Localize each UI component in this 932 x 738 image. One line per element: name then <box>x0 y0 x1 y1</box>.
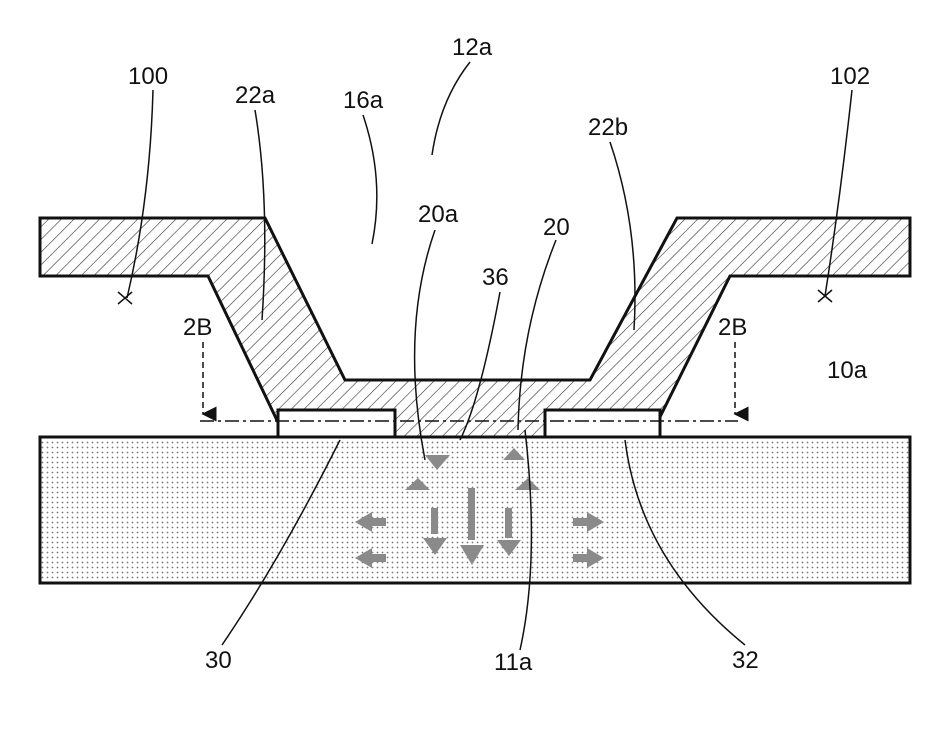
label-10a: 10a <box>827 357 868 384</box>
label-2b-left: 2B <box>183 314 212 341</box>
label-36: 36 <box>482 264 509 291</box>
label-100: 100 <box>128 63 168 90</box>
label-22a: 22a <box>235 82 276 109</box>
label-12a: 12a <box>452 34 493 61</box>
label-22b: 22b <box>588 114 628 141</box>
label-2b-right: 2B <box>718 314 747 341</box>
label-20a: 20a <box>418 201 459 228</box>
label-16a: 16a <box>343 87 384 114</box>
hatched-layer-20 <box>40 218 910 437</box>
electrode-32 <box>545 410 660 437</box>
label-30: 30 <box>205 647 232 674</box>
label-32: 32 <box>732 647 759 674</box>
electrode-30 <box>278 410 395 437</box>
label-102: 102 <box>830 63 870 90</box>
label-20: 20 <box>543 214 570 241</box>
label-11a: 11a <box>494 649 533 676</box>
